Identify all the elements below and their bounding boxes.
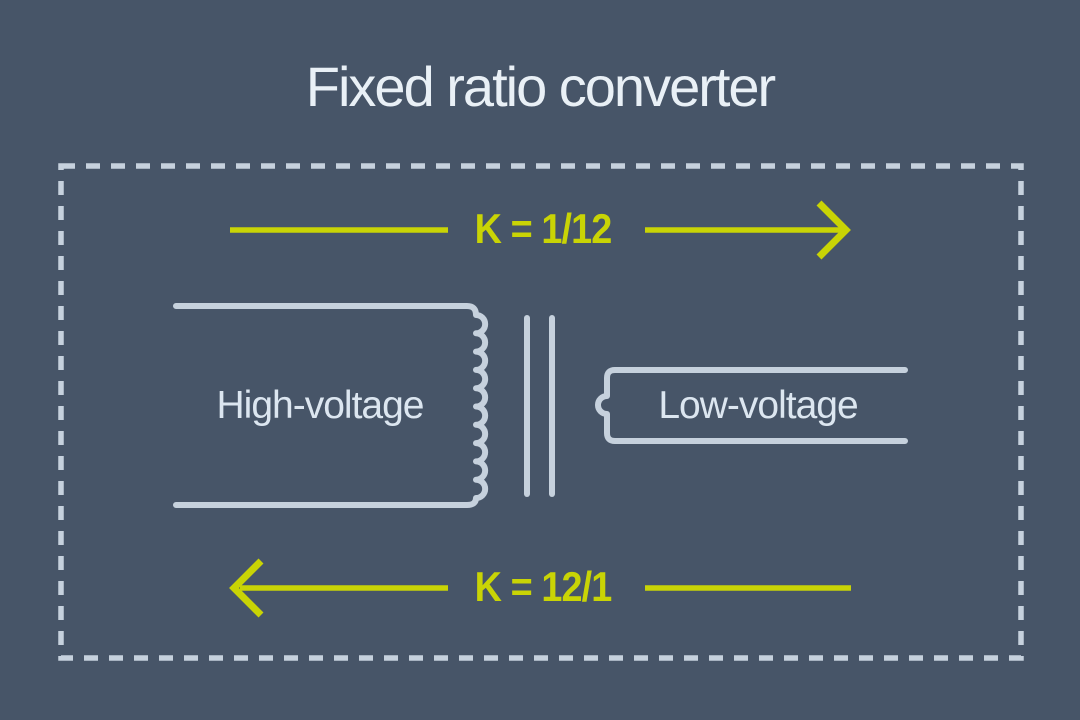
secondary-winding-label: Low-voltage [658, 384, 858, 427]
secondary-winding [595, 367, 908, 444]
primary-winding [173, 303, 489, 508]
left-arrowhead-icon [229, 558, 264, 618]
transformer-core [524, 315, 555, 497]
bottom-arrow-label: K = 12/1 [474, 563, 613, 610]
bottom-arrow [229, 558, 851, 618]
top-arrow [230, 200, 851, 260]
page-title: Fixed ratio converter [305, 55, 776, 118]
primary-winding-label: High-voltage [216, 384, 425, 427]
right-arrowhead-icon [816, 200, 851, 260]
dashed-boundary-box [58, 163, 1024, 661]
top-arrow-label: K = 1/12 [474, 205, 613, 252]
